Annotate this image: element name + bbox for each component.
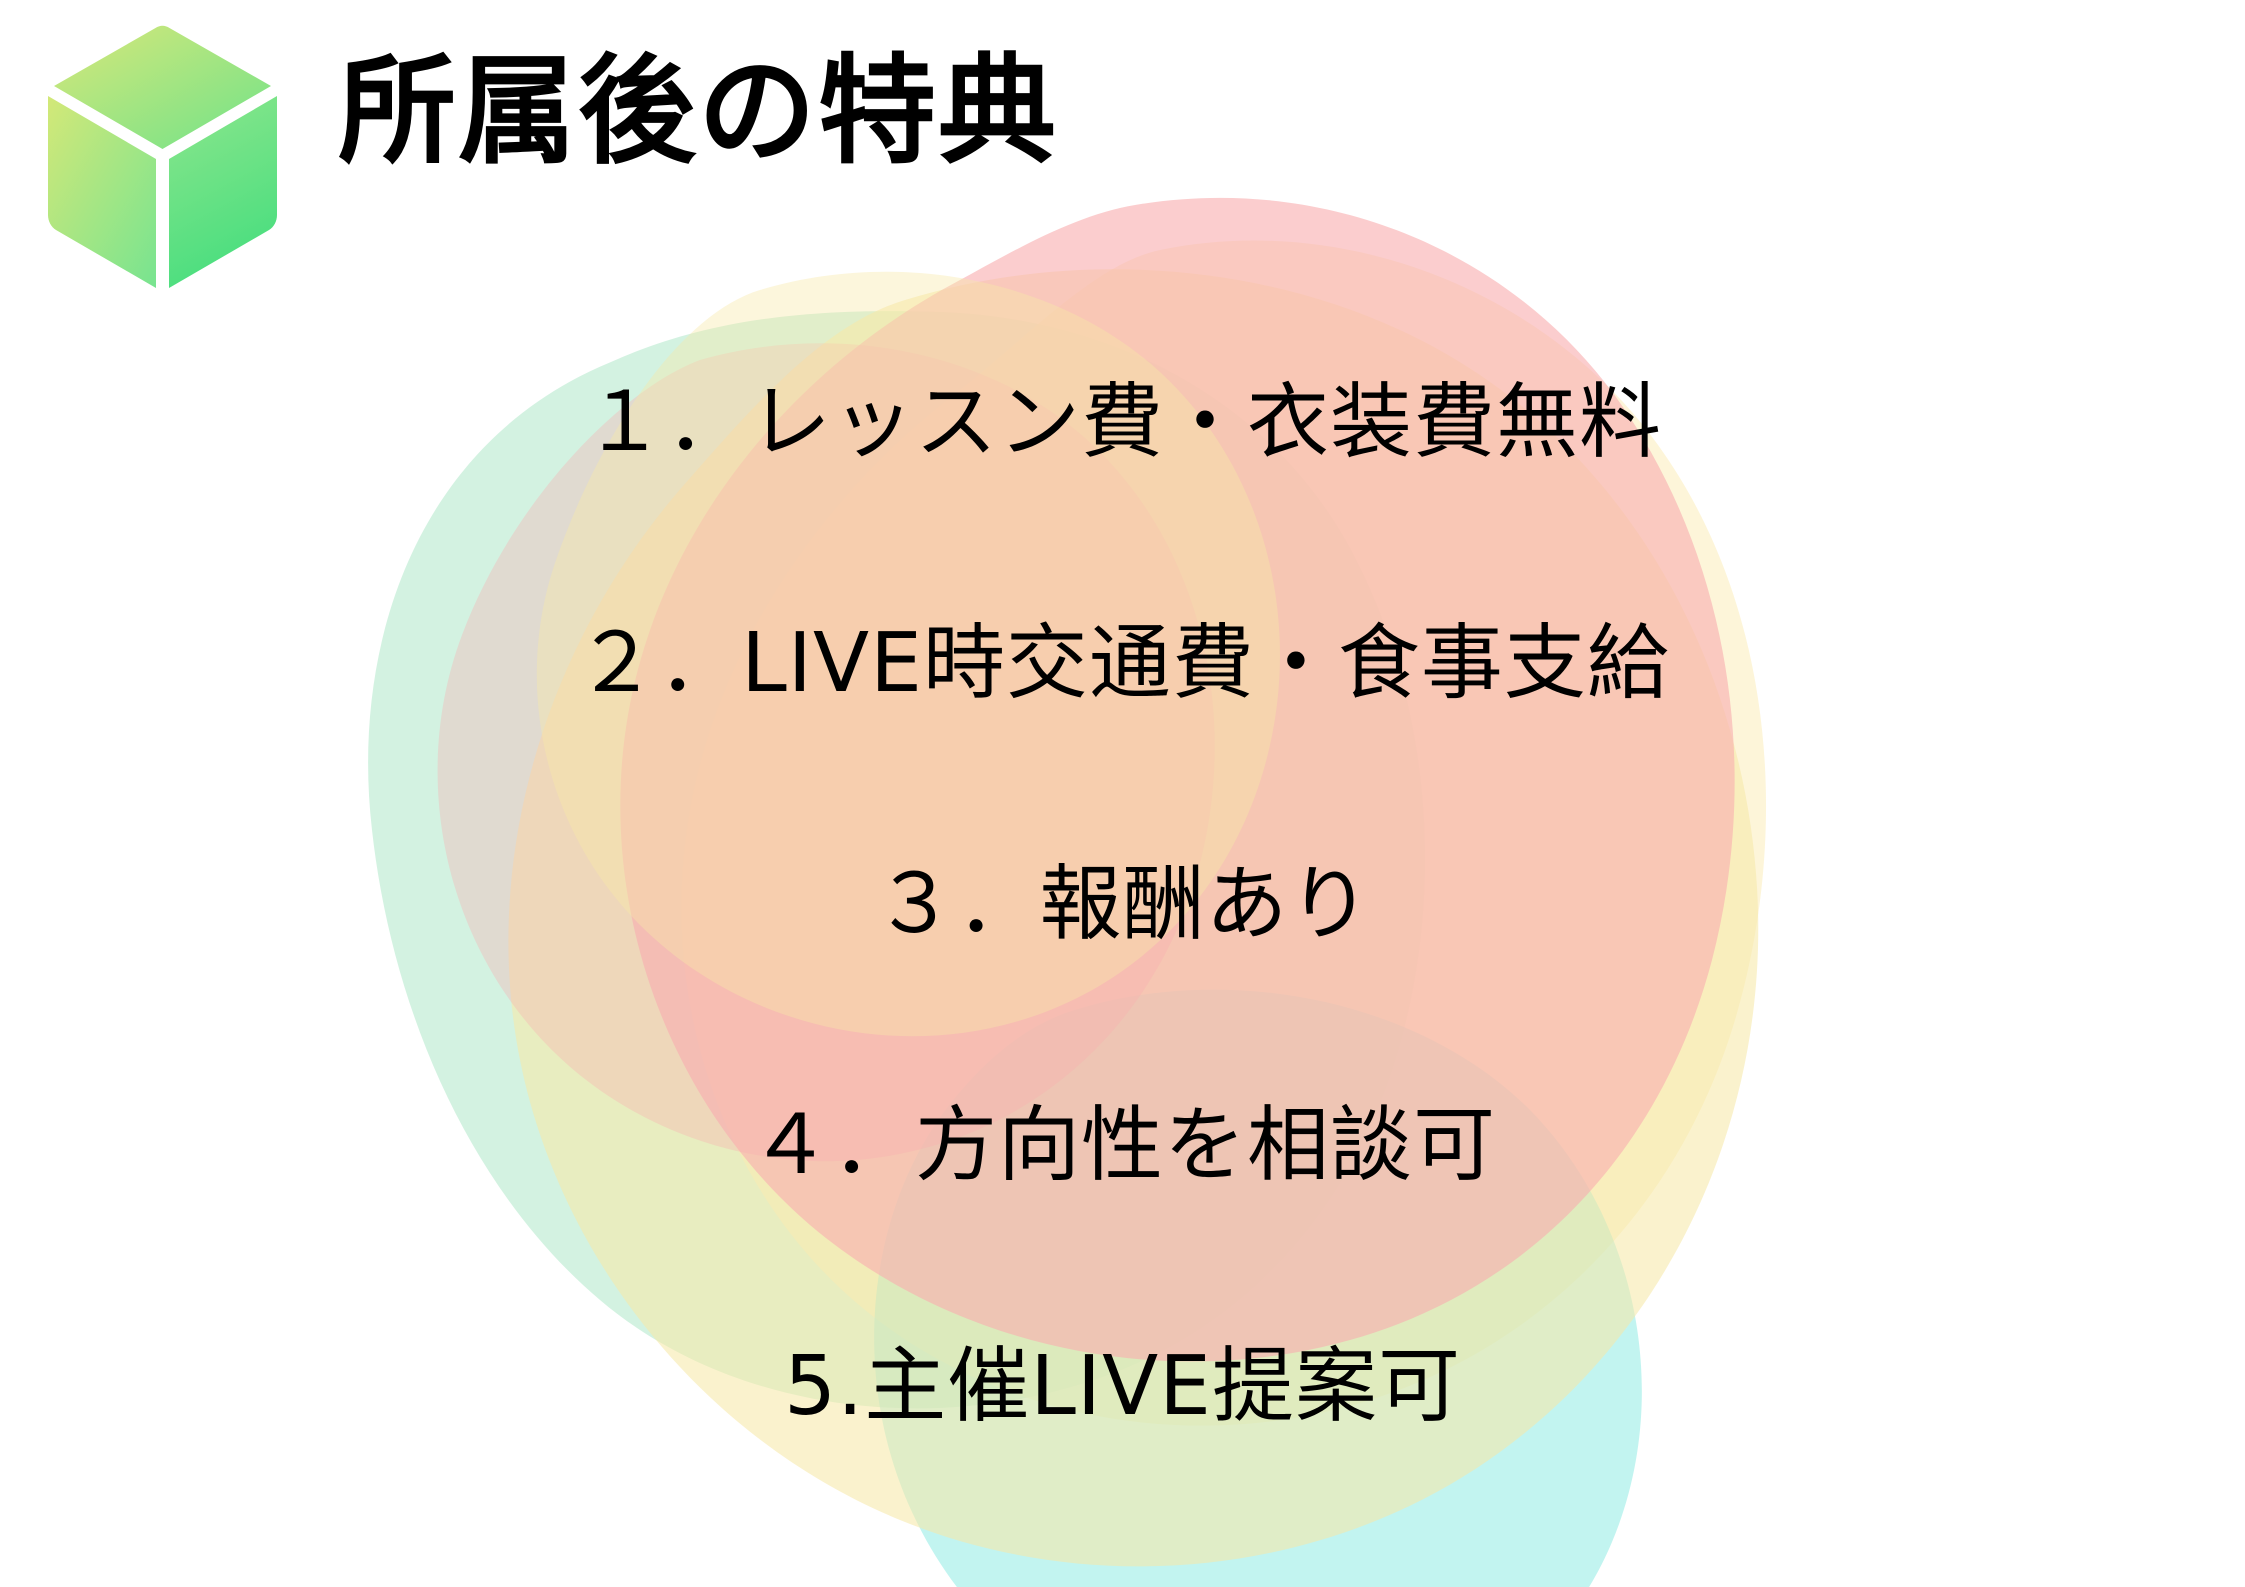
benefit-item: ３．報酬あり xyxy=(873,857,1372,952)
cube-right-face xyxy=(169,96,277,288)
benefit-item: ４．方向性を相談可 xyxy=(748,1098,1496,1193)
benefit-item: ２．LIVE時交通費・食事支給 xyxy=(575,616,1670,711)
green-cube-logo-icon xyxy=(48,25,277,288)
benefits-list: １．レッスン費・衣装費無料 ２．LIVE時交通費・食事支給 ３．報酬あり ４．方… xyxy=(0,355,2245,1438)
benefit-item: 5.主催LIVE提案可 xyxy=(783,1339,1461,1434)
cube-top-face xyxy=(54,25,271,149)
page-title: 所属後の特典 xyxy=(338,42,1059,180)
cube-left-face xyxy=(48,96,156,288)
benefit-item: １．レッスン費・衣装費無料 xyxy=(582,375,1662,470)
